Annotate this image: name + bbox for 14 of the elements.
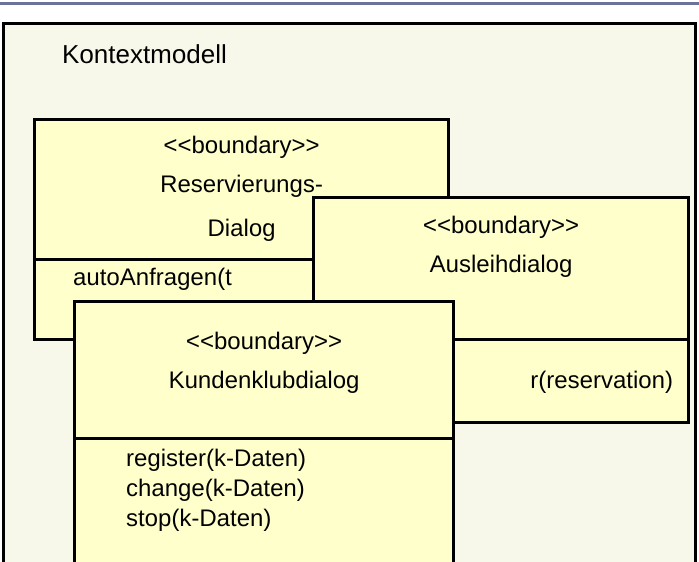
stereotype-label: <<boundary>> (163, 131, 320, 161)
operation-label: change(k-Daten) (126, 474, 305, 504)
frame-title: Kontextmodell (62, 38, 227, 71)
class-name: Reservierungs- Dialog (159, 170, 324, 244)
stereotype-label: <<boundary>> (186, 327, 342, 357)
operation-label: stop(k-Daten) (126, 504, 272, 534)
operation-label: autoAnfragen(t (73, 263, 232, 293)
class-name: Ausleihdialog (430, 250, 572, 280)
diagram-frame (2, 22, 697, 562)
class-name: Kundenklubdialog (168, 366, 360, 396)
class-box (73, 300, 455, 562)
operation-label: r(reservation) (530, 366, 673, 396)
operation-label: register(k-Daten) (126, 444, 306, 474)
stereotype-label: <<boundary>> (422, 211, 580, 241)
